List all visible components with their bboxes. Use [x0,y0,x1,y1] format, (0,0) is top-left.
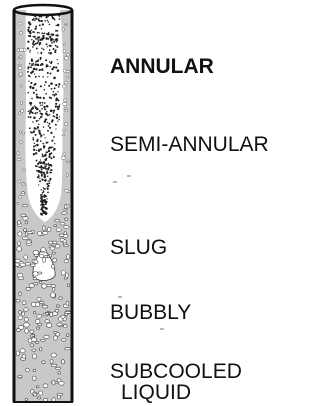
label-bubbly: BUBBLY [110,301,191,325]
label-semi-annular: SEMI-ANNULAR [110,133,320,157]
label-annular: ANNULAR [110,55,214,79]
label-slug: SLUG [110,236,167,260]
label-liquid: LIQUID [121,381,191,405]
